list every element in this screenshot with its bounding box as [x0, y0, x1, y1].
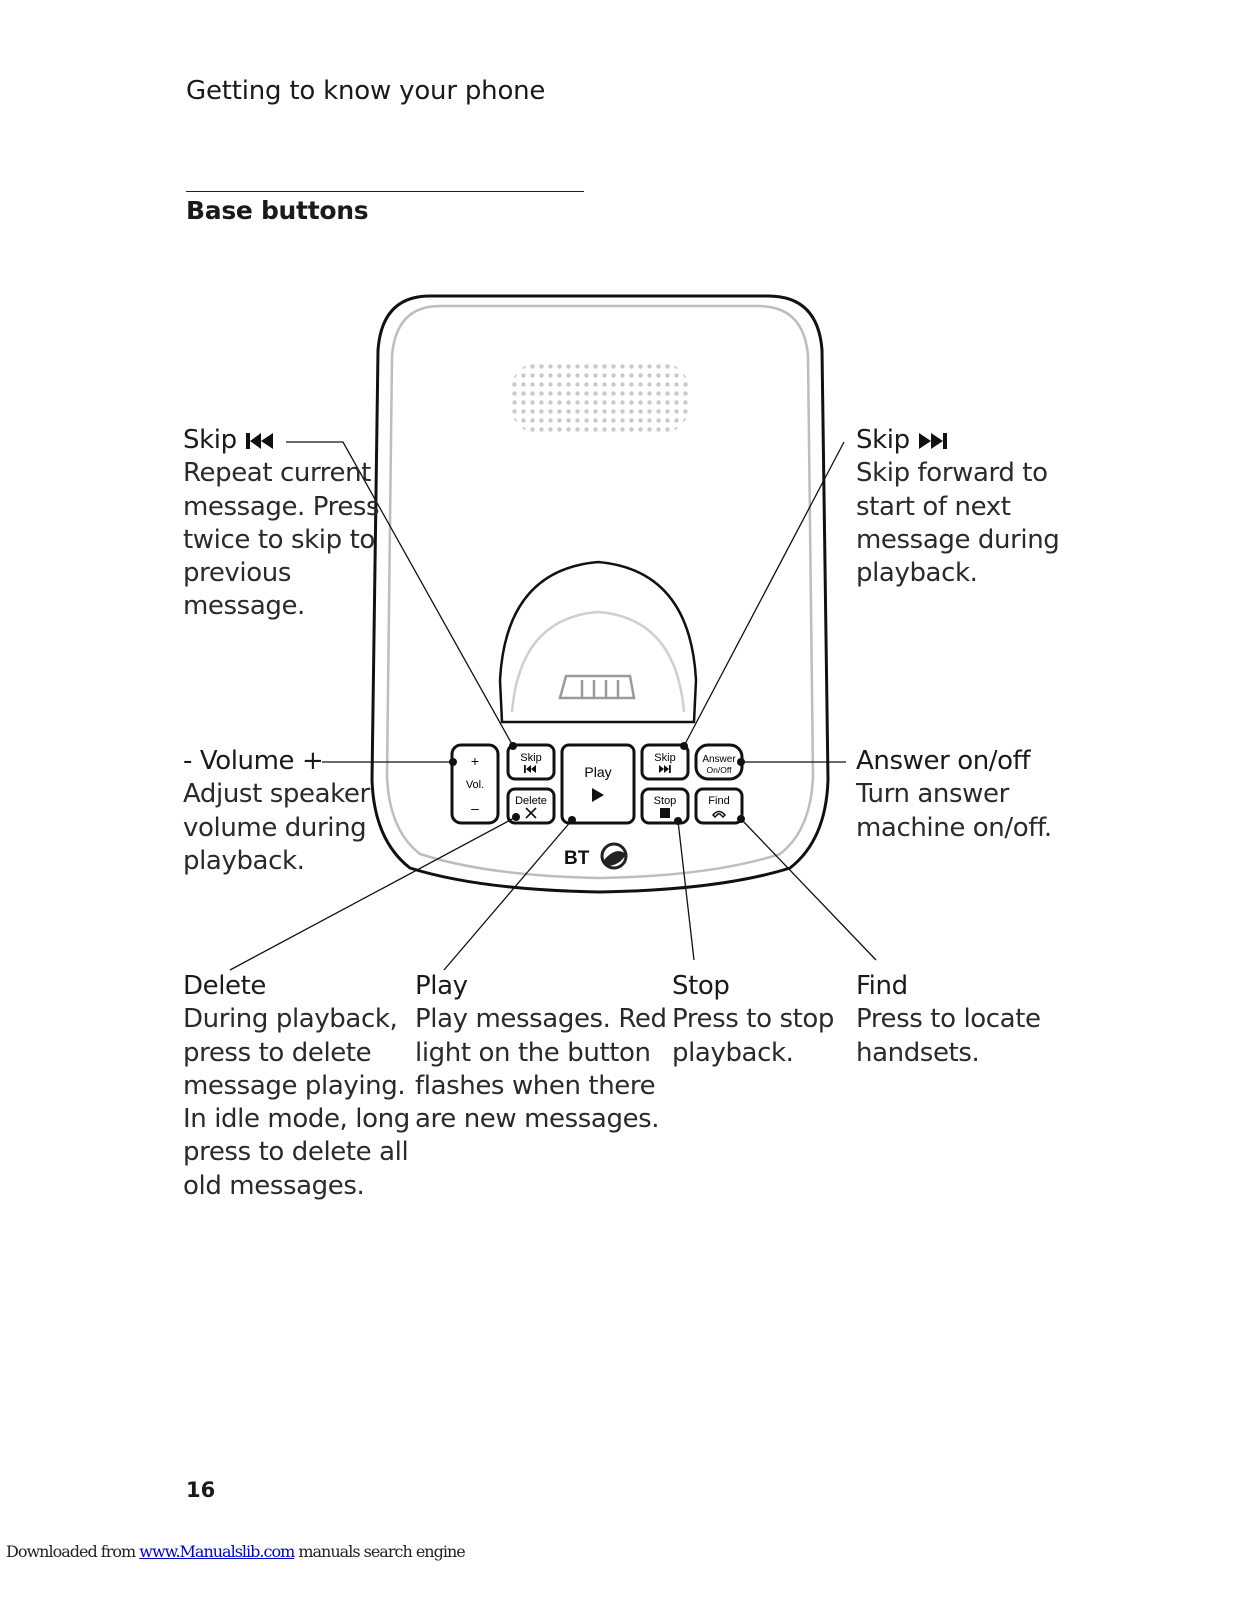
callout-title: Skip [183, 425, 237, 455]
svg-text:–: – [471, 800, 479, 816]
header-rule [186, 191, 584, 192]
callout-title: - Volume + [183, 746, 324, 776]
callout-description: Turn answer machine on/off. [856, 779, 1052, 843]
callout-play: Play Play messages. Red light on the but… [415, 970, 667, 1136]
callout-find: Find Press to locate handsets. [856, 970, 1041, 1070]
callout-title: Play [415, 971, 468, 1001]
stop-icon [660, 808, 670, 818]
callout-answer: Answer on/off Turn answer machine on/off… [856, 745, 1052, 845]
callout-stop: Stop Press to stop playback. [672, 970, 834, 1070]
callout-description: Repeat current message. Press twice to s… [183, 458, 380, 622]
svg-text:Vol.: Vol. [466, 779, 484, 791]
callout-volume: - Volume + Adjust speaker volume during … [183, 745, 370, 878]
callout-description: Press to locate handsets. [856, 1004, 1041, 1068]
svg-text:Skip: Skip [520, 752, 541, 764]
leader-dots [449, 742, 745, 825]
svg-text:Delete: Delete [515, 795, 547, 807]
callout-title: Skip [856, 425, 910, 455]
play-button[interactable]: Play [560, 743, 636, 825]
handset-cradle [498, 560, 698, 724]
callout-description: Play messages. Red light on the button f… [415, 1004, 667, 1135]
skip-back-icon [245, 432, 273, 449]
footer: Downloaded from www.Manualslib.com manua… [6, 1542, 466, 1561]
callout-description: Skip forward to start of next message du… [856, 458, 1060, 589]
callout-description: Adjust speaker volume during playback. [183, 779, 370, 876]
handset-icon [711, 810, 727, 819]
delete-button[interactable]: Delete [506, 787, 556, 825]
footer-prefix: Downloaded from [6, 1542, 140, 1561]
page-number: 16 [186, 1478, 216, 1502]
bt-logo: BT [564, 842, 628, 870]
speaker-grille [510, 362, 690, 434]
skip-forward-button[interactable]: Skip [640, 743, 690, 781]
svg-text:Play: Play [584, 764, 611, 780]
volume-button[interactable]: + Vol. – [450, 743, 500, 825]
section-title: Base buttons [186, 196, 369, 225]
callout-title: Delete [183, 971, 267, 1001]
skip-back-icon [524, 765, 536, 773]
skip-forward-icon [918, 432, 947, 449]
callout-title: Find [856, 971, 908, 1001]
svg-text:Stop: Stop [654, 795, 677, 807]
footer-suffix: manuals search engine [294, 1542, 465, 1561]
svg-text:On/Off: On/Off [707, 765, 733, 775]
callout-description: During playback, press to delete message… [183, 1004, 410, 1201]
manualslib-link[interactable]: www.Manualslib.com [139, 1542, 295, 1561]
callout-title: Stop [672, 971, 730, 1001]
skip-forward-icon [659, 765, 671, 773]
leader-lines [229, 441, 877, 971]
find-button[interactable]: Find [694, 787, 744, 825]
skip-back-button[interactable]: Skip [506, 743, 556, 781]
svg-text:BT: BT [564, 848, 590, 869]
base-body-inner-edge [385, 304, 815, 880]
play-icon [592, 788, 604, 802]
callout-skip-back: Skip Repeat current message. Press twice… [183, 424, 380, 624]
svg-text:+: + [471, 753, 479, 769]
answer-onoff-button[interactable]: Answer On/Off [694, 743, 744, 781]
svg-text:Answer: Answer [702, 754, 736, 765]
callout-skip-forward: Skip Skip forward to start of next messa… [856, 424, 1060, 590]
callout-delete: Delete During playback, press to delete … [183, 970, 410, 1203]
callout-description: Press to stop playback. [672, 1004, 835, 1068]
svg-text:Find: Find [708, 795, 729, 807]
delete-x-icon [525, 807, 537, 819]
charging-contacts [558, 674, 636, 700]
stop-button[interactable]: Stop [640, 787, 690, 825]
section-header: Getting to know your phone [186, 76, 546, 106]
svg-text:Skip: Skip [654, 752, 675, 764]
callout-title: Answer on/off [856, 746, 1031, 776]
